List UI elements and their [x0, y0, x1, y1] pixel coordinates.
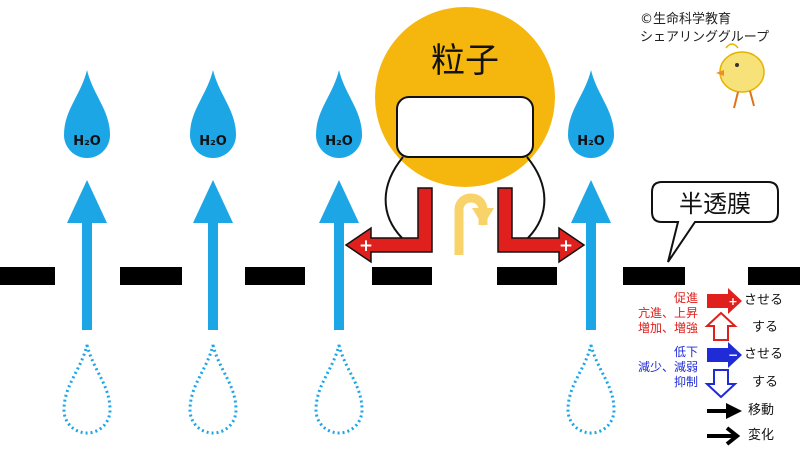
legend: + − — [704, 288, 742, 446]
water-arrow-shaft — [82, 222, 92, 330]
copyright-line-1: ©生命科学教育 — [640, 12, 732, 27]
legend-promote-term: 亢進、上昇 — [637, 306, 698, 320]
legend-inhibit-term: 抑制 — [673, 375, 698, 389]
membrane-callout: 半透膜 — [651, 181, 779, 263]
particle-blank-box — [396, 96, 534, 158]
legend-promote-term: 増加、増強 — [637, 321, 698, 335]
water-label: H₂O — [325, 134, 353, 149]
copyright-notice: ©生命科学教育 シェアリンググループ — [640, 11, 790, 47]
water-arrow-shaft — [334, 222, 344, 330]
legend-promote-outline-text: する — [752, 320, 779, 335]
svg-text:+: + — [559, 236, 573, 256]
dotted-water-drop-icon — [314, 344, 364, 435]
membrane-label: 半透膜 — [679, 190, 751, 218]
legend-inhibit-terms: 低下 減少、減弱 抑制 — [618, 345, 698, 390]
water-arrow-shaft — [208, 222, 218, 330]
legend-promote-terms: 促進 亢進、上昇 増加、増強 — [618, 291, 698, 336]
membrane-segment — [245, 267, 305, 285]
semipermeable-membrane — [0, 267, 800, 285]
legend-change-text: 変化 — [748, 428, 775, 443]
water-drop-icon — [316, 70, 362, 158]
svg-text:+: + — [359, 236, 373, 256]
water-column: H₂O — [566, 70, 616, 435]
legend-inhibit-filled-text: させる — [744, 347, 784, 362]
legend-inhibit-term: 減少、減弱 — [637, 360, 698, 374]
water-label: H₂O — [73, 134, 101, 149]
dotted-water-drop-icon — [566, 344, 616, 435]
dotted-water-drop-icon — [188, 344, 238, 435]
membrane-segment — [497, 267, 557, 285]
water-label: H₂O — [577, 134, 605, 149]
membrane-segment — [0, 267, 55, 285]
legend-promote-term: 促進 — [673, 291, 698, 305]
particle-label: 粒子 — [431, 41, 499, 81]
water-drop-icon — [64, 70, 110, 158]
connector-line-right — [526, 156, 546, 239]
water-drop-icon — [190, 70, 236, 158]
membrane-segment — [748, 267, 800, 285]
legend-inhibit-term: 低下 — [673, 345, 698, 359]
chick-mascot-icon — [716, 43, 765, 109]
connector-line-left — [384, 156, 404, 239]
promote-arrow-right: + — [497, 187, 586, 264]
legend-promote-filled-arrow: + — [707, 288, 742, 314]
legend-promote-outline-arrow — [704, 311, 738, 341]
water-label: H₂O — [199, 134, 227, 149]
svg-text:+: + — [728, 295, 737, 308]
water-drop-icon — [568, 70, 614, 158]
legend-move-text: 移動 — [748, 403, 775, 418]
membrane-segment — [120, 267, 182, 285]
yellow-return-arrow — [454, 193, 494, 255]
legend-inhibit-filled-arrow: − — [707, 342, 742, 368]
promote-arrow-left: + — [344, 187, 433, 264]
water-column: H₂O — [188, 70, 238, 435]
legend-inhibit-outline-text: する — [752, 375, 779, 390]
water-column: H₂O — [62, 70, 112, 435]
water-columns: H₂O H₂O H₂O H₂O — [62, 70, 616, 435]
legend-promote-filled-text: させる — [744, 293, 784, 308]
legend-inhibit-outline-arrow — [704, 369, 738, 399]
water-arrow-head — [67, 180, 107, 223]
water-arrow-head — [193, 180, 233, 223]
svg-text:−: − — [728, 348, 738, 362]
water-arrow-head — [319, 180, 359, 223]
membrane-segment — [623, 267, 685, 285]
water-arrow-head — [571, 180, 611, 223]
dotted-water-drop-icon — [62, 344, 112, 435]
legend-change-arrow — [707, 426, 741, 446]
particle: 粒子 — [375, 7, 555, 239]
copyright-line-2: シェアリンググループ — [640, 30, 769, 45]
water-column: H₂O — [314, 70, 364, 435]
membrane-segment — [372, 267, 432, 285]
water-arrow-shaft — [586, 222, 596, 330]
